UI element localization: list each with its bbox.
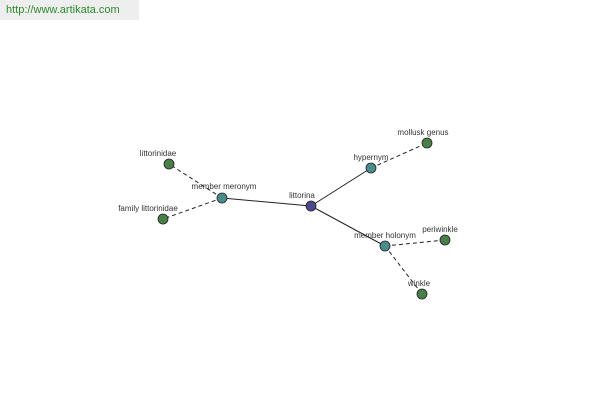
edge-littorina-member-holonym [310, 205, 386, 247]
label-winkle[interactable]: winkle [407, 279, 431, 288]
label-hypernym[interactable]: hypernym [353, 153, 388, 162]
edge-member-holonym-periwinkle [384, 239, 446, 247]
node-periwinkle[interactable] [439, 234, 451, 246]
site-url[interactable]: http://www.artikata.com [0, 0, 139, 20]
node-family-littorinidae[interactable] [157, 213, 169, 225]
node-winkle[interactable] [416, 288, 428, 300]
graph-edges [162, 142, 446, 295]
node-hypernym[interactable] [365, 162, 377, 174]
label-member-meronym[interactable]: member meronym [192, 182, 257, 191]
edge-member-holonym-winkle [384, 245, 423, 295]
edge-littorina-member-meronym [221, 197, 312, 207]
label-mollusk-genus[interactable]: mollusk genus [397, 128, 448, 137]
edge-member-meronym-littorinidae [168, 163, 223, 199]
node-member-meronym[interactable] [216, 192, 228, 204]
label-periwinkle[interactable]: periwinkle [422, 225, 458, 234]
label-littorinidae[interactable]: littorinidae [140, 149, 177, 158]
node-littorina[interactable] [305, 200, 317, 212]
label-littorina[interactable]: littorina [289, 191, 315, 200]
edge-member-meronym-family-littorinidae [162, 197, 223, 220]
node-member-holonym[interactable] [379, 240, 391, 252]
label-family-littorinidae[interactable]: family littorinidae [118, 204, 178, 213]
graph-nodes [157, 137, 451, 300]
graph-labels: littorina member meronym hypernym member ho… [118, 128, 458, 288]
label-member-holonym[interactable]: member holonym [354, 231, 416, 240]
edge-hypernym-mollusk-genus [370, 142, 428, 169]
edge-littorina-hypernym [310, 167, 372, 207]
node-mollusk-genus[interactable] [421, 137, 433, 149]
node-littorinidae[interactable] [163, 158, 175, 170]
